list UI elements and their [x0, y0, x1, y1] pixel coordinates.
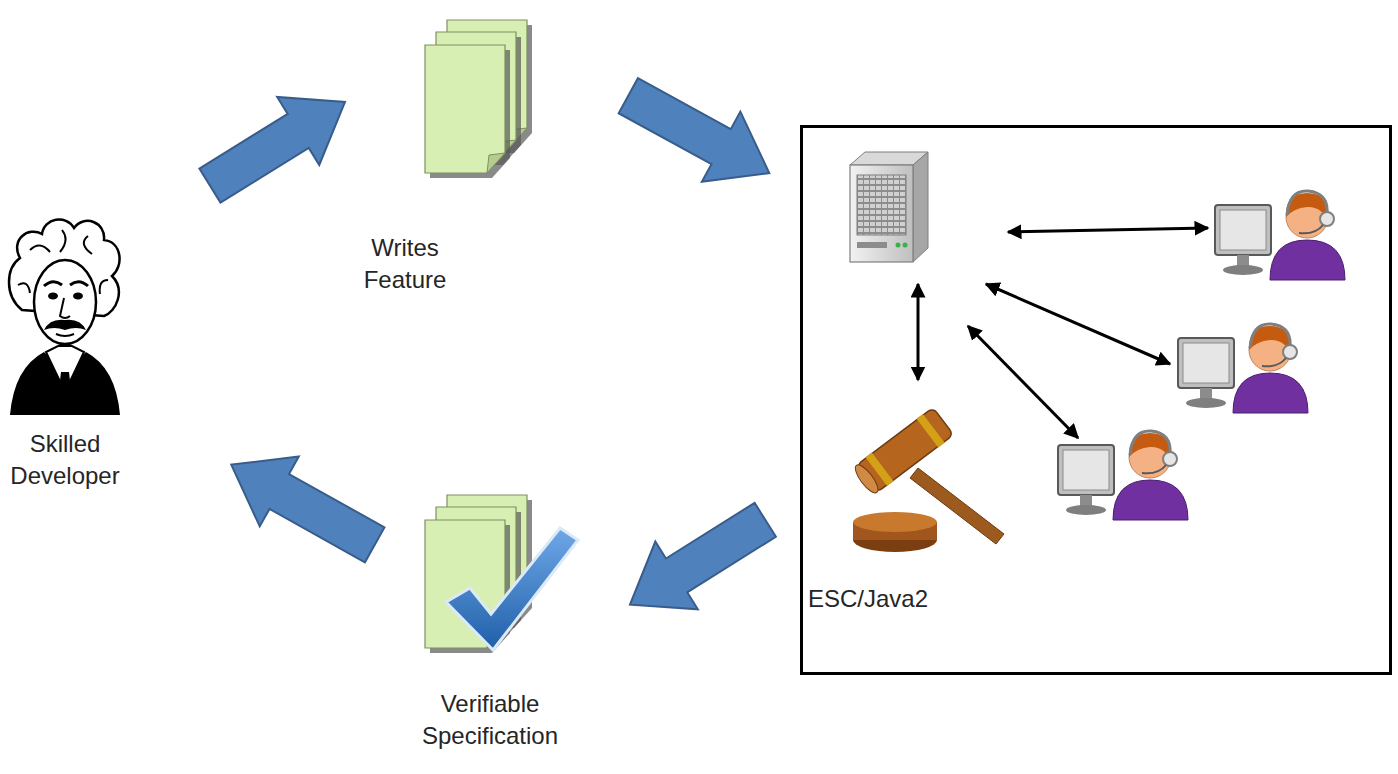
developer-node: Skilled Developer — [0, 220, 130, 496]
double-arrow — [968, 326, 1078, 438]
feature-document-node: Writes Feature — [345, 15, 545, 300]
eyebrows — [44, 282, 88, 286]
server-slot — [857, 242, 887, 248]
node-label: Skilled Developer — [0, 428, 130, 492]
gavel-icon — [851, 407, 1004, 552]
mouth — [56, 334, 74, 336]
crowd-worker-icon — [1058, 431, 1188, 520]
status-light — [903, 243, 908, 248]
node-label: ESC/Java2 — [808, 583, 1008, 615]
double-arrow — [917, 284, 920, 380]
gavel-handle — [910, 468, 1004, 544]
double-arrow — [986, 284, 1170, 364]
specification-document-icon — [425, 495, 578, 653]
face — [34, 260, 96, 344]
server-front — [850, 165, 913, 262]
flow-arrow — [630, 503, 776, 609]
node-label: Verifiable Specification — [400, 688, 580, 752]
tie — [58, 372, 72, 408]
crowd-worker-icon — [1178, 324, 1308, 413]
server-drive-bays — [857, 175, 906, 235]
mustache — [44, 320, 86, 330]
double-arrow — [1008, 228, 1208, 232]
nose — [60, 298, 70, 318]
eye — [48, 293, 58, 300]
gavel-face — [852, 462, 882, 496]
flow-arrow — [619, 78, 770, 182]
gavel-band — [917, 414, 945, 448]
flow-arrow — [231, 457, 384, 563]
check-mark — [446, 528, 578, 650]
verification-box: ESC/Java2 — [800, 125, 1392, 675]
eye — [73, 293, 83, 300]
crowd-worker-icon — [1215, 191, 1345, 280]
status-light — [896, 243, 901, 248]
gavel-block-top — [853, 512, 937, 532]
flow-arrow — [199, 97, 345, 203]
feature-document-icon — [425, 20, 532, 178]
server-icon — [850, 152, 928, 262]
server-side — [913, 152, 928, 262]
document-page — [425, 45, 510, 178]
developer-portrait — [9, 219, 120, 415]
node-label: Writes Feature — [345, 232, 465, 296]
specification-document-node: Verifiable Specification — [400, 490, 580, 772]
communication-links — [918, 228, 1208, 438]
